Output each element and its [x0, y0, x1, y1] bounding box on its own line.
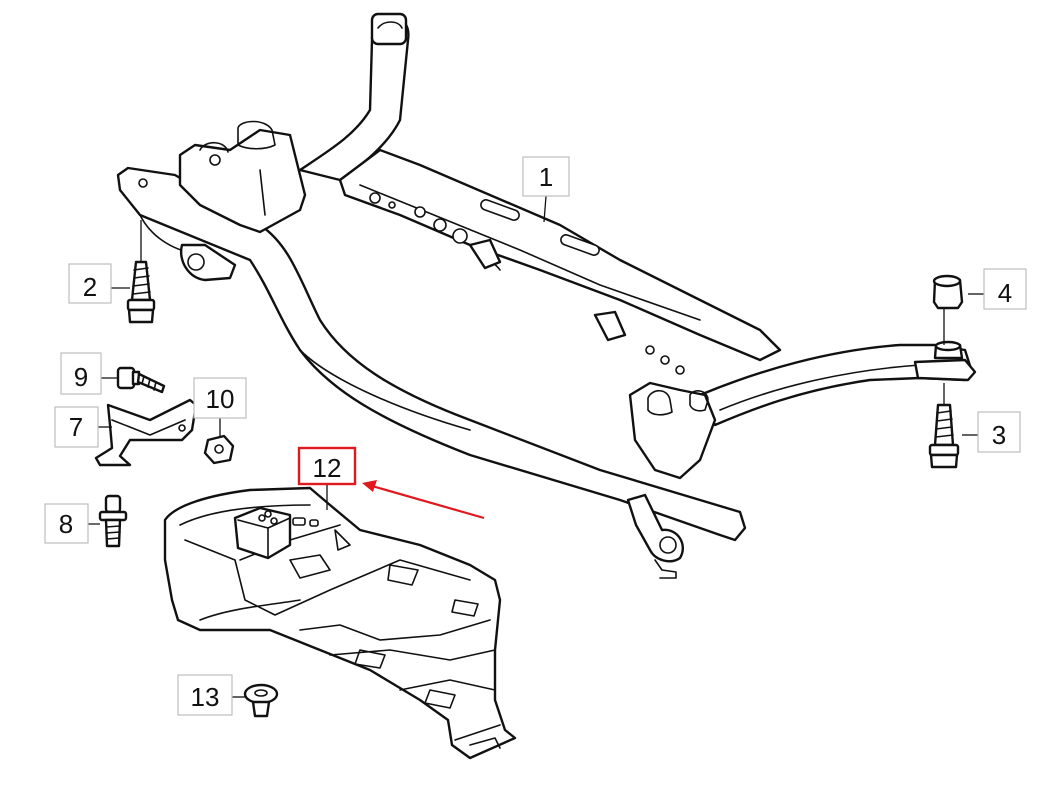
- callout-3: 3: [977, 411, 1021, 453]
- leader-lines: [80, 195, 984, 698]
- callout-13: 13: [177, 674, 233, 716]
- underbody-guard-12: [163, 486, 517, 760]
- bump-stop-4: [932, 274, 964, 360]
- clip-13: [243, 683, 279, 718]
- bolt-2: [126, 260, 156, 324]
- callout-label-4: 4: [998, 278, 1012, 308]
- callout-label-9: 9: [74, 362, 88, 392]
- callout-4: 4: [983, 268, 1027, 310]
- callout-12: 12: [297, 446, 357, 486]
- bolt-3: [928, 403, 960, 469]
- callout-label-2: 2: [83, 272, 97, 302]
- bolt-9: [116, 366, 166, 394]
- callout-label-10: 10: [206, 384, 235, 414]
- callout-7: 7: [54, 406, 99, 448]
- callout-label-1: 1: [539, 162, 553, 192]
- callout-10: 10: [193, 377, 247, 419]
- callout-label-13: 13: [191, 682, 220, 712]
- callout-8: 8: [44, 503, 89, 544]
- callout-9: 9: [60, 352, 102, 395]
- callout-label-3: 3: [992, 420, 1006, 450]
- callout-label-8: 8: [59, 509, 73, 539]
- nut-10: [203, 434, 235, 465]
- stud-8: [98, 494, 128, 548]
- callout-label-12: 12: [313, 453, 342, 483]
- highlight-arrow: [362, 480, 485, 520]
- callout-label-7: 7: [69, 412, 83, 442]
- subframe: [116, 12, 977, 579]
- callout-1: 1: [522, 156, 570, 197]
- bracket-7: [94, 398, 198, 467]
- callout-2: 2: [68, 263, 112, 304]
